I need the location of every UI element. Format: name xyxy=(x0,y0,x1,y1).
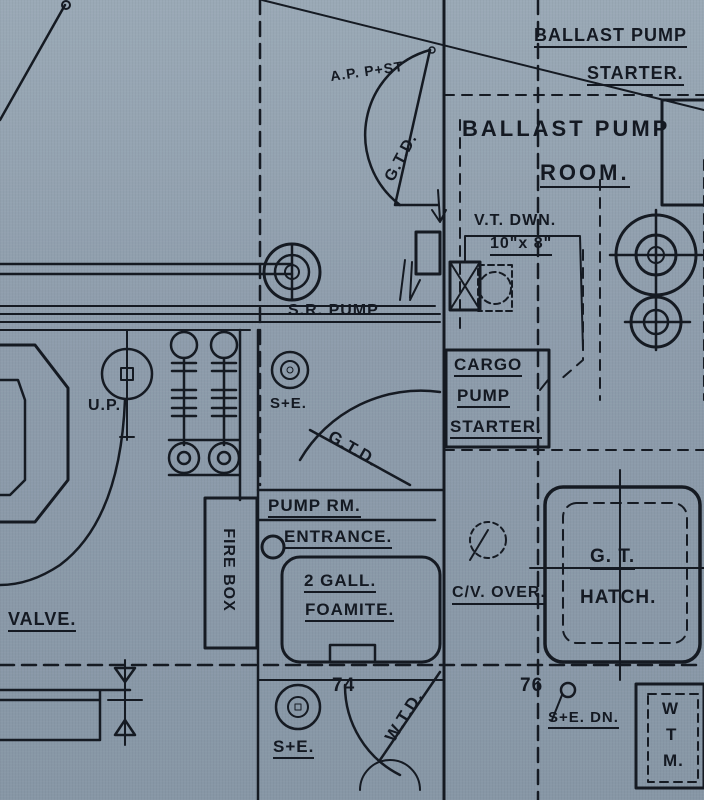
foamite-line2: FOAMITE. xyxy=(305,601,395,622)
frame-76-label: 76 xyxy=(520,675,544,696)
cargo-pump-starter-line2: PUMP xyxy=(457,387,511,408)
se-lower-label: S+E. xyxy=(273,738,315,759)
se-mid-label: S+E. xyxy=(270,395,307,412)
cargo-starter-box xyxy=(444,348,551,449)
strainers xyxy=(167,328,242,502)
wtm-m-label: M. xyxy=(663,751,684,770)
wtm-box xyxy=(634,682,704,790)
gtd-upper-door xyxy=(393,48,440,207)
fire-box-rect xyxy=(203,496,259,650)
up-label: U.P. xyxy=(88,397,122,414)
foamite-line1: 2 GALL. xyxy=(304,572,377,593)
ballast-pump-room-line1: BALLAST PUMP xyxy=(462,116,671,141)
pump-rm-entrance-line1: PUMP RM. xyxy=(268,497,361,518)
gt-hatch-outer xyxy=(543,485,702,664)
vt-dwn-size-label: 10"x 8" xyxy=(490,236,553,256)
gt-hatch-line2: HATCH. xyxy=(580,587,657,608)
cargo-pump-starter-line1: CARGO xyxy=(454,356,523,377)
tank-outline xyxy=(0,343,70,524)
valve-label: VALVE. xyxy=(8,610,77,632)
cable-end xyxy=(61,0,71,10)
gtd-upper-arrow xyxy=(431,189,447,223)
ballast-starter-box xyxy=(660,98,704,207)
se-dn-label: S+E. DN. xyxy=(548,710,619,729)
pump-rm-entrance-line2: ENTRANCE. xyxy=(284,528,393,549)
cv-over-label: C/V. OVER. xyxy=(452,585,546,605)
diagonal-cable xyxy=(261,0,704,111)
frame-76-circle xyxy=(559,681,577,699)
ballast-pump-starter-line2: STARTER. xyxy=(587,64,684,86)
wtd-lower-arc xyxy=(343,683,402,777)
wtm-w-label: W xyxy=(662,699,680,718)
foamite-box xyxy=(280,555,442,664)
vt-dwn-label: V.T. DWN. xyxy=(474,212,557,229)
wtm-t-label: T xyxy=(666,725,678,744)
fire-box-label: FIRE BOX xyxy=(219,528,237,612)
se-mid-circle xyxy=(270,350,310,390)
tank-loop xyxy=(0,398,127,587)
valve-line xyxy=(0,688,132,742)
gtd-upper-arc xyxy=(363,48,432,207)
gt-hatch-line1: G. T. xyxy=(590,547,636,570)
cargo-pump-starter-line3: STARTER. xyxy=(450,418,542,439)
frame-74-label: 74 xyxy=(332,675,356,696)
gtd-mid-arc xyxy=(298,389,442,462)
cv-over-circle xyxy=(469,521,507,559)
starter-box xyxy=(414,230,442,276)
diagonal-cable-left xyxy=(0,3,67,122)
ballast-pump-room-line2: ROOM. xyxy=(540,162,630,188)
entrance-circle xyxy=(260,534,286,560)
ballast-pump-starter-line1: BALLAST PUMP xyxy=(534,26,687,48)
sr-pump-label: S.R. PUMP xyxy=(288,303,379,323)
se-lower-circle xyxy=(274,683,322,731)
